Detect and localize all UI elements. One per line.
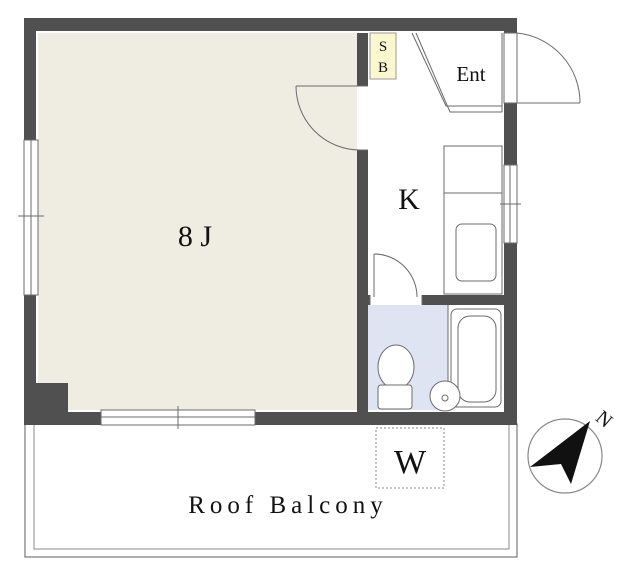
room-door (295, 85, 361, 151)
wall-notch (36, 383, 68, 412)
entry-door (503, 32, 581, 104)
kitchen-label: K (398, 183, 420, 216)
main-room-floor (38, 33, 357, 410)
partition-wall (357, 33, 368, 413)
balcony-label: Roof Balcony (188, 492, 388, 519)
bath-door (373, 253, 418, 298)
main-room-label: 8 J (178, 220, 213, 253)
wash-basin (429, 380, 461, 412)
kitchen-counter (443, 145, 503, 295)
entry-door-opening (504, 33, 517, 103)
bathtub (450, 308, 502, 408)
shoe-box-label-s: S (379, 39, 387, 55)
balcony-window (100, 406, 256, 429)
shoe-box-label-b: B (378, 60, 388, 76)
shoe-box: S B (369, 32, 397, 80)
roof-balcony (24, 423, 518, 558)
left-window (18, 139, 44, 296)
bath-wall-top (368, 295, 504, 305)
entrance-area (411, 32, 503, 113)
room-door-opening (357, 86, 368, 150)
washer-label: W (394, 444, 427, 481)
compass: N (527, 406, 616, 494)
washer-space: W (375, 427, 445, 489)
north-arrow-icon (530, 421, 590, 484)
toilet (377, 344, 415, 410)
bath-door-opening (370, 295, 422, 305)
entrance-label: Ent (456, 62, 485, 86)
compass-north-label: N (591, 406, 616, 432)
kitchen-window (500, 164, 521, 244)
